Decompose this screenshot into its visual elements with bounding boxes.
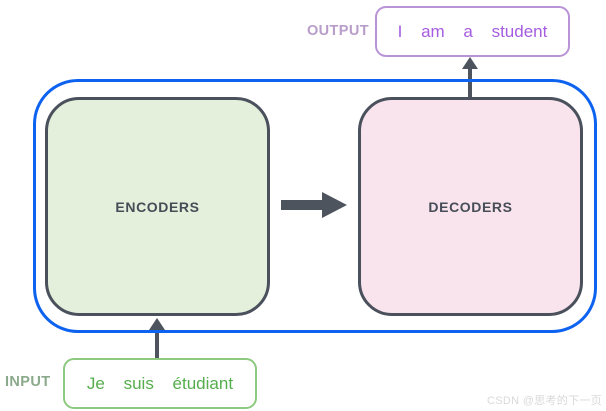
input-to-encoder-arrow-head xyxy=(149,318,165,330)
input-label: INPUT xyxy=(5,374,51,390)
encoder-to-decoder-arrow-head xyxy=(322,192,347,218)
decoders-block-label: DECODERS xyxy=(428,198,513,215)
decoder-to-output-arrow-head xyxy=(462,57,478,69)
output-label: OUTPUT xyxy=(307,23,370,39)
input-to-encoder-arrow-shaft xyxy=(155,328,159,359)
transformer-container-outline xyxy=(33,79,597,333)
output-sentence-box: I am a student xyxy=(375,6,570,57)
output-sentence-text: I am a student xyxy=(397,21,548,41)
watermark: CSDN @思考的下一页 xyxy=(487,395,602,407)
input-sentence-box: Je suis étudiant xyxy=(63,358,257,409)
encoders-block: ENCODERS xyxy=(45,97,270,316)
input-sentence-text: Je suis étudiant xyxy=(86,373,234,393)
encoders-block-label: ENCODERS xyxy=(115,198,200,215)
decoders-block: DECODERS xyxy=(358,97,583,316)
encoder-to-decoder-arrow-shaft xyxy=(281,200,325,210)
